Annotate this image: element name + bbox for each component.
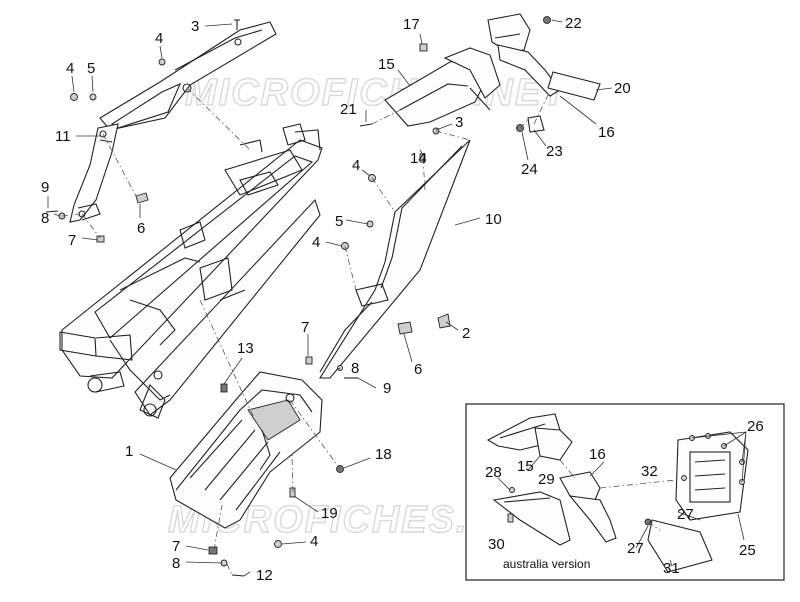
callout-32: 32 (641, 463, 658, 480)
callout-29: 29 (538, 471, 555, 488)
callout-15-top: 15 (378, 56, 395, 73)
callout-6-left: 6 (137, 220, 145, 237)
callout-1: 1 (125, 443, 133, 460)
callout-7-left: 7 (68, 232, 76, 249)
callout-4-left: 4 (66, 60, 74, 77)
inset-caption: australia version (503, 557, 590, 571)
callout-8-bottom: 8 (172, 555, 180, 572)
callout-5-left: 5 (87, 60, 95, 77)
callout-27-right: 27 (677, 506, 694, 523)
callout-19: 19 (321, 505, 338, 522)
callout-3-top: 3 (191, 18, 199, 35)
callout-2: 2 (462, 325, 470, 342)
callout-9-mid: 9 (383, 380, 391, 397)
callout-5-mid: 5 (335, 213, 343, 230)
right-side-panel (319, 139, 471, 379)
callout-17: 17 (403, 16, 420, 33)
callout-16-inset: 16 (589, 446, 606, 463)
callout-9-left: 9 (41, 179, 49, 196)
callout-18: 18 (375, 446, 392, 463)
tail-light-assembly (359, 13, 601, 163)
leader-lines (47, 19, 613, 577)
callout-numbers: 3 4 4 5 11 9 8 6 7 17 22 15 20 21 3 16 1… (41, 15, 764, 584)
callout-24: 24 (521, 161, 538, 178)
rear-subframe (59, 123, 323, 419)
callout-12: 12 (256, 567, 273, 584)
assembly-guide-lines (61, 87, 549, 576)
left-bracket (69, 123, 119, 223)
callout-8-mid: 8 (351, 360, 359, 377)
callout-7-mid: 7 (301, 319, 309, 336)
left-side-panel (99, 21, 277, 131)
callout-4-top: 4 (155, 30, 163, 47)
callout-13: 13 (237, 340, 254, 357)
callout-6-mid: 6 (414, 361, 422, 378)
callout-28: 28 (485, 464, 502, 481)
fasteners-left (45, 19, 240, 243)
callout-4-bottom: 4 (310, 533, 318, 550)
callout-15-inset: 15 (517, 458, 534, 475)
callout-11: 11 (55, 128, 71, 145)
callout-4-mid-low: 4 (312, 234, 320, 251)
callout-8-left: 8 (41, 210, 49, 227)
callout-27-left: 27 (627, 540, 644, 557)
callout-4-mid: 4 (352, 157, 360, 174)
callout-10: 10 (485, 211, 502, 228)
callout-3-right: 3 (455, 114, 463, 131)
watermark-top: MICROFICHES.NET (185, 72, 568, 114)
callout-16-top: 16 (598, 124, 615, 141)
callout-23: 23 (546, 143, 563, 160)
callout-26: 26 (747, 418, 764, 435)
callout-14: 14 (410, 150, 427, 167)
callout-25: 25 (739, 542, 756, 559)
fasteners-right (305, 174, 451, 379)
callout-21: 21 (340, 101, 357, 118)
callout-20: 20 (614, 80, 631, 97)
under-tray (169, 371, 344, 577)
callout-31: 31 (663, 560, 680, 577)
callout-7-bottom: 7 (172, 538, 180, 555)
callout-22: 22 (565, 15, 582, 32)
callout-30: 30 (488, 536, 505, 553)
australia-version-inset: australia version (465, 403, 785, 581)
